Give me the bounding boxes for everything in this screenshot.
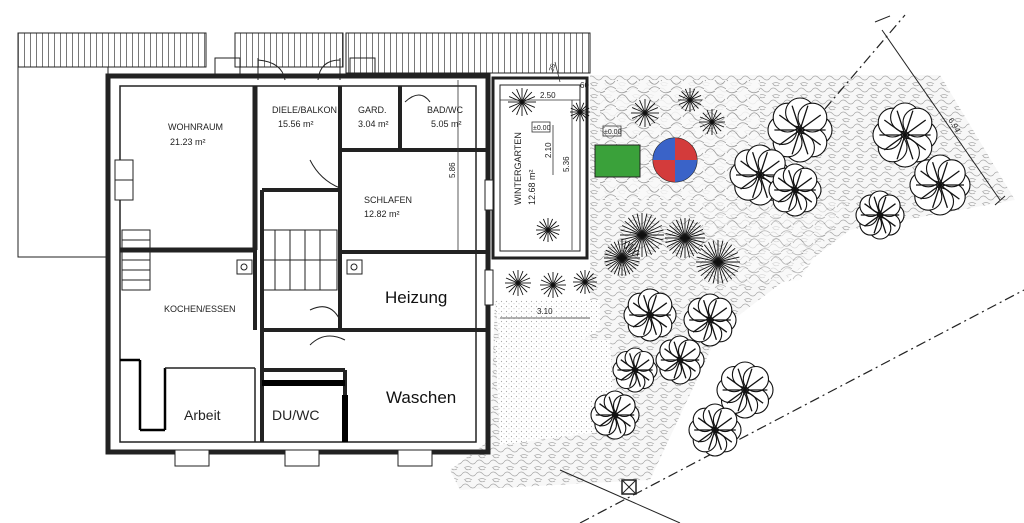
tree-symbol <box>909 154 971 216</box>
tree-symbol <box>855 190 905 240</box>
tree-symbol <box>688 403 742 457</box>
tree-symbol <box>767 97 833 163</box>
plant-symbol <box>696 240 740 284</box>
walls <box>105 73 589 455</box>
sinks <box>236 259 363 275</box>
plant-symbol <box>573 270 597 294</box>
room-name-duwc: DU/WC <box>272 407 319 423</box>
tree-symbol <box>612 347 658 393</box>
garden-paving <box>450 75 1015 490</box>
room-name-wohnraum: WOHNRAUM <box>168 122 223 132</box>
tree-symbol <box>683 293 737 347</box>
room-name-schlafen: SCHLAFEN <box>364 195 412 205</box>
room-name-diele: DIELE/BALKON <box>272 105 337 115</box>
room-name-kochen: KOCHEN/ESSEN <box>164 304 236 314</box>
plant-symbol <box>570 102 590 122</box>
plant-symbol <box>508 88 536 116</box>
plant-symbol <box>540 272 566 298</box>
plant-symbol <box>505 270 531 296</box>
plant-symbol <box>536 218 560 242</box>
dim-5-86: 5.86 <box>448 162 457 178</box>
tree-symbol <box>623 288 677 342</box>
terrace <box>17 66 109 258</box>
plant-symbol <box>604 240 640 276</box>
tree-symbol <box>716 361 774 419</box>
garden-plants <box>505 88 971 457</box>
room-name-arbeit: Arbeit <box>184 407 221 423</box>
plant-symbol <box>631 99 659 127</box>
dim-2-50: 2.50 <box>540 91 556 100</box>
plant-symbol <box>699 109 725 135</box>
room-area-schlafen: 12.82 m² <box>364 209 400 219</box>
windows <box>114 159 494 467</box>
level-mark-1: ±0.00 <box>533 125 551 132</box>
dim-60: 60 <box>580 81 589 90</box>
garden-bench <box>594 144 641 178</box>
garden-furniture <box>594 137 698 183</box>
plant-symbol <box>678 88 702 112</box>
dim-25: 25 <box>548 63 557 73</box>
room-area-wintergarten: 12.68 m² <box>527 169 537 205</box>
tree-symbol <box>872 102 938 168</box>
room-name-waschen: Waschen <box>386 388 456 407</box>
plant-symbol <box>620 213 664 257</box>
room-labels: WOHNRAUM 21.23 m² DIELE/BALKON 15.56 m² … <box>164 105 537 423</box>
tree-symbol <box>655 335 705 385</box>
dimension-lines <box>457 61 622 319</box>
room-name-gard: GARD. <box>358 105 387 115</box>
room-name-heizung: Heizung <box>385 288 447 307</box>
property-lines <box>559 14 1024 523</box>
dim-5-36: 5.36 <box>562 156 571 172</box>
room-area-diele: 15.56 m² <box>278 119 314 129</box>
doors <box>214 57 431 346</box>
dim-3-10: 3.10 <box>537 307 553 316</box>
room-name-bad: BAD/WC <box>427 105 464 115</box>
plant-symbol <box>665 218 705 258</box>
parasol <box>652 137 698 183</box>
level-mark-2: ±0.00 <box>604 129 622 136</box>
tree-symbol <box>768 163 822 217</box>
balcony-railing <box>17 32 591 74</box>
staircase <box>121 229 338 291</box>
tree-symbol <box>590 390 640 440</box>
room-name-wintergarten: WINTERGARTEN <box>513 132 523 205</box>
room-area-wohnraum: 21.23 m² <box>170 137 206 147</box>
dim-2-10: 2.10 <box>544 142 553 158</box>
room-area-bad: 5.05 m² <box>431 119 462 129</box>
room-area-gard: 3.04 m² <box>358 119 389 129</box>
